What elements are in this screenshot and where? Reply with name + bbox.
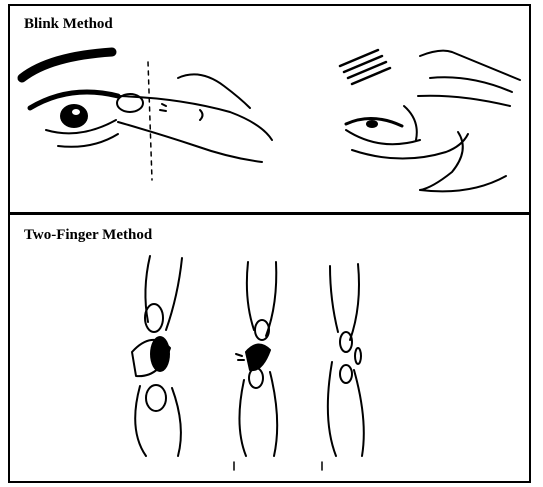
lower-fingernail [249,368,263,388]
blink-hands-face-illustration [340,50,520,191]
lower-fingernail [146,385,166,411]
brow-hatching [340,50,390,84]
upper-finger-left [247,262,254,330]
face-side [404,106,417,140]
blink-eye-finger-illustration [22,52,272,180]
lid-lash-left [236,354,244,360]
eyebrow [22,52,112,78]
upper-hand-fingers [418,77,512,106]
cheek-contour [346,130,420,144]
eye-iris [366,120,378,128]
lower-finger-left [135,386,146,456]
upper-finger-right [166,258,182,330]
pupil-highlight [72,109,80,115]
lower-hand-wrist [420,176,506,191]
knuckle-crease-2 [200,110,203,120]
thumb [420,132,463,190]
upper-hand-top [420,51,520,80]
lower-finger-left [328,362,336,456]
iris [60,104,88,128]
upper-fingernail [340,332,352,352]
lower-finger-right [270,372,277,456]
lower-fingernail [340,365,352,383]
upper-fingernail [255,320,269,340]
two-finger-step-2-illustration [234,262,277,470]
center-guide-line [148,62,152,180]
finger-top-edge [118,96,272,140]
lower-lid-crease [58,134,118,147]
finger-bottom-edge [118,122,262,162]
lower-finger-right [354,370,364,456]
lens-edge [355,348,361,364]
two-finger-step-1-illustration [132,256,182,456]
eye-iris-dark [150,336,170,372]
lower-hand [352,134,468,159]
knuckle-crease-1 [160,104,166,111]
lower-finger-left [239,380,246,456]
two-finger-step-3-illustration [322,264,364,470]
upper-finger-right [350,264,359,340]
eye-shape [246,344,270,370]
lower-finger-right [172,388,181,456]
upper-finger-left [330,266,338,332]
